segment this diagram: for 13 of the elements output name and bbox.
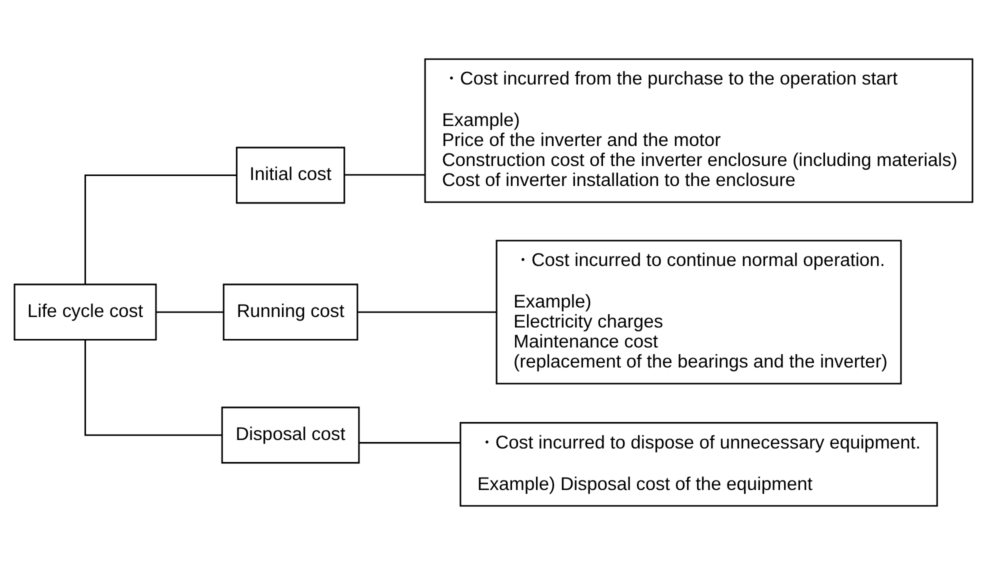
connector (156, 311, 224, 313)
connector (344, 174, 425, 176)
node-box: ・Cost incurred to dispose of unnecessary equipment. Example) Disposal cost of the equipment (460, 422, 938, 507)
node-box: Disposal cost (221, 406, 360, 464)
connector (359, 442, 460, 444)
node-box: ・Cost incurred from the purchase to the operation start Example) Price of the inverter and the motor Construction cost of the inverter enclosure (including materials) Cost of inverter installation to the enclosure (424, 58, 974, 203)
node-box: Life cycle cost (14, 284, 157, 341)
connector (84, 174, 237, 284)
node-box: Initial cost (236, 146, 346, 204)
connector (84, 340, 222, 436)
node-box: ・Cost incurred to continue normal operation. Example) Electricity charges Maintenance cost (replacement of the bearings and the inverter) (496, 240, 902, 384)
node-box: Running cost (222, 284, 358, 341)
connector (357, 311, 496, 313)
